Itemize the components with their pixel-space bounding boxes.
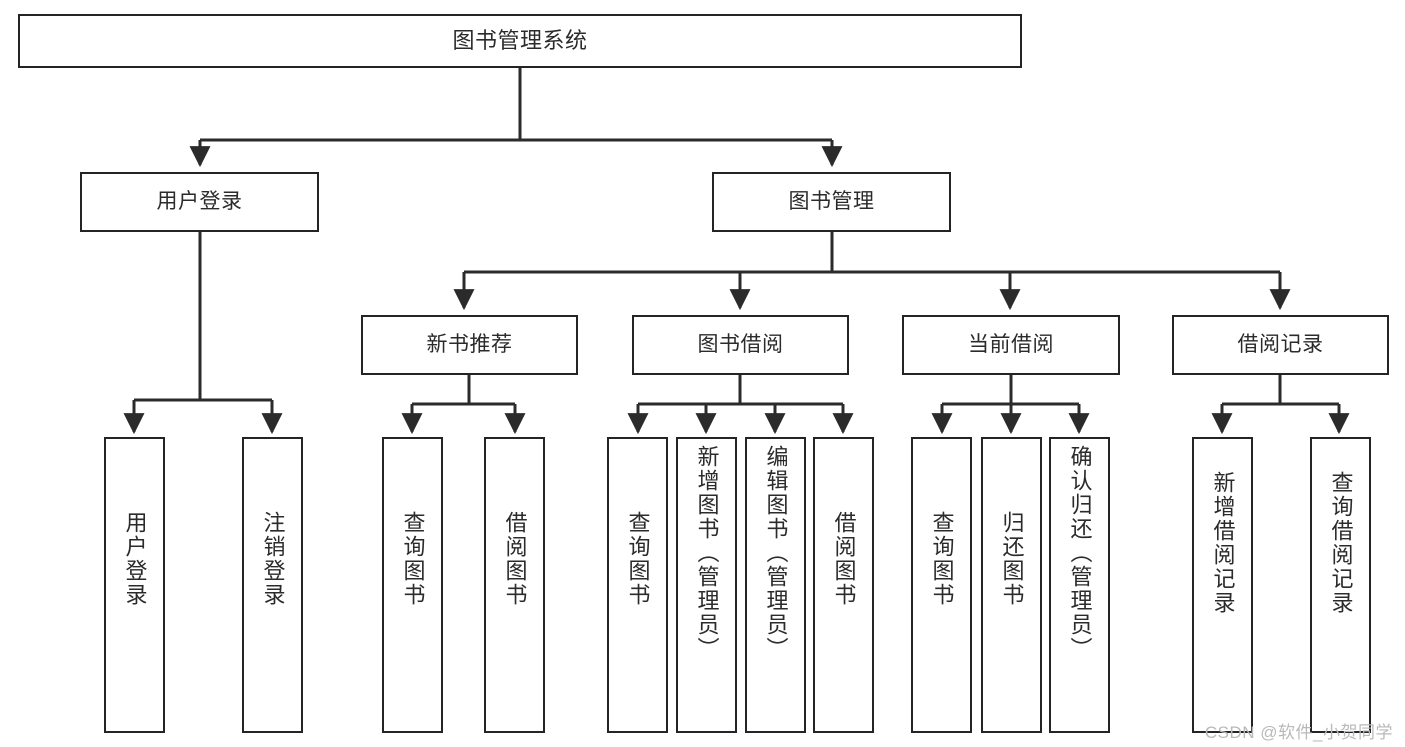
leaf-query-borrow-record[interactable]: 查询借阅记录 (1310, 437, 1371, 733)
node-label: 借阅图书 (831, 511, 857, 607)
node-label: 借阅记录 (1237, 332, 1324, 356)
leaf-borrow-book-recommend[interactable]: 借阅图书 (484, 437, 545, 733)
node-label: 编辑图书（管理员） (763, 445, 789, 661)
leaf-add-book-admin[interactable]: 新增图书（管理员） (676, 437, 737, 733)
leaf-user-login[interactable]: 用户登录 (104, 437, 165, 733)
csdn-watermark: CSDN @软件_小贺同学 (1204, 723, 1393, 742)
leaf-edit-book-admin[interactable]: 编辑图书（管理员） (745, 437, 806, 733)
leaf-query-book-borrow[interactable]: 查询图书 (607, 437, 668, 733)
leaf-confirm-return-admin[interactable]: 确认归还（管理员） (1049, 437, 1110, 733)
leaf-query-book-current[interactable]: 查询图书 (911, 437, 972, 733)
node-new-book-recommend[interactable]: 新书推荐 (361, 315, 578, 375)
node-book-management[interactable]: 图书管理 (712, 172, 951, 232)
node-label: 图书管理 (788, 189, 875, 213)
node-book-borrow[interactable]: 图书借阅 (632, 315, 849, 375)
leaf-borrow-book-borrow[interactable]: 借阅图书 (813, 437, 874, 733)
leaf-query-book-recommend[interactable]: 查询图书 (382, 437, 443, 733)
node-root-book-management-system[interactable]: 图书管理系统 (18, 14, 1022, 68)
node-label: 图书管理系统 (452, 28, 588, 54)
node-label: 图书借阅 (697, 332, 784, 356)
node-label: 用户登录 (156, 189, 243, 213)
node-label: 当前借阅 (968, 332, 1054, 356)
node-label: 注销登录 (260, 511, 286, 607)
node-borrow-record[interactable]: 借阅记录 (1172, 315, 1389, 375)
node-label: 新增借阅记录 (1210, 471, 1236, 615)
leaf-logout-login[interactable]: 注销登录 (242, 437, 303, 733)
node-label: 查询图书 (929, 511, 955, 607)
node-user-login[interactable]: 用户登录 (80, 172, 319, 232)
node-label: 借阅图书 (502, 511, 528, 607)
node-label: 查询图书 (400, 511, 426, 607)
node-label: 确认归还（管理员） (1067, 445, 1093, 661)
node-label: 查询图书 (625, 511, 651, 607)
leaf-add-borrow-record[interactable]: 新增借阅记录 (1192, 437, 1253, 733)
node-label: 新书推荐 (426, 332, 513, 356)
node-label: 归还图书 (999, 511, 1025, 607)
leaf-return-book[interactable]: 归还图书 (981, 437, 1042, 733)
node-current-borrow[interactable]: 当前借阅 (902, 315, 1120, 375)
node-label: 查询借阅记录 (1328, 471, 1354, 615)
node-label: 用户登录 (122, 511, 148, 607)
node-label: 新增图书（管理员） (694, 445, 720, 661)
